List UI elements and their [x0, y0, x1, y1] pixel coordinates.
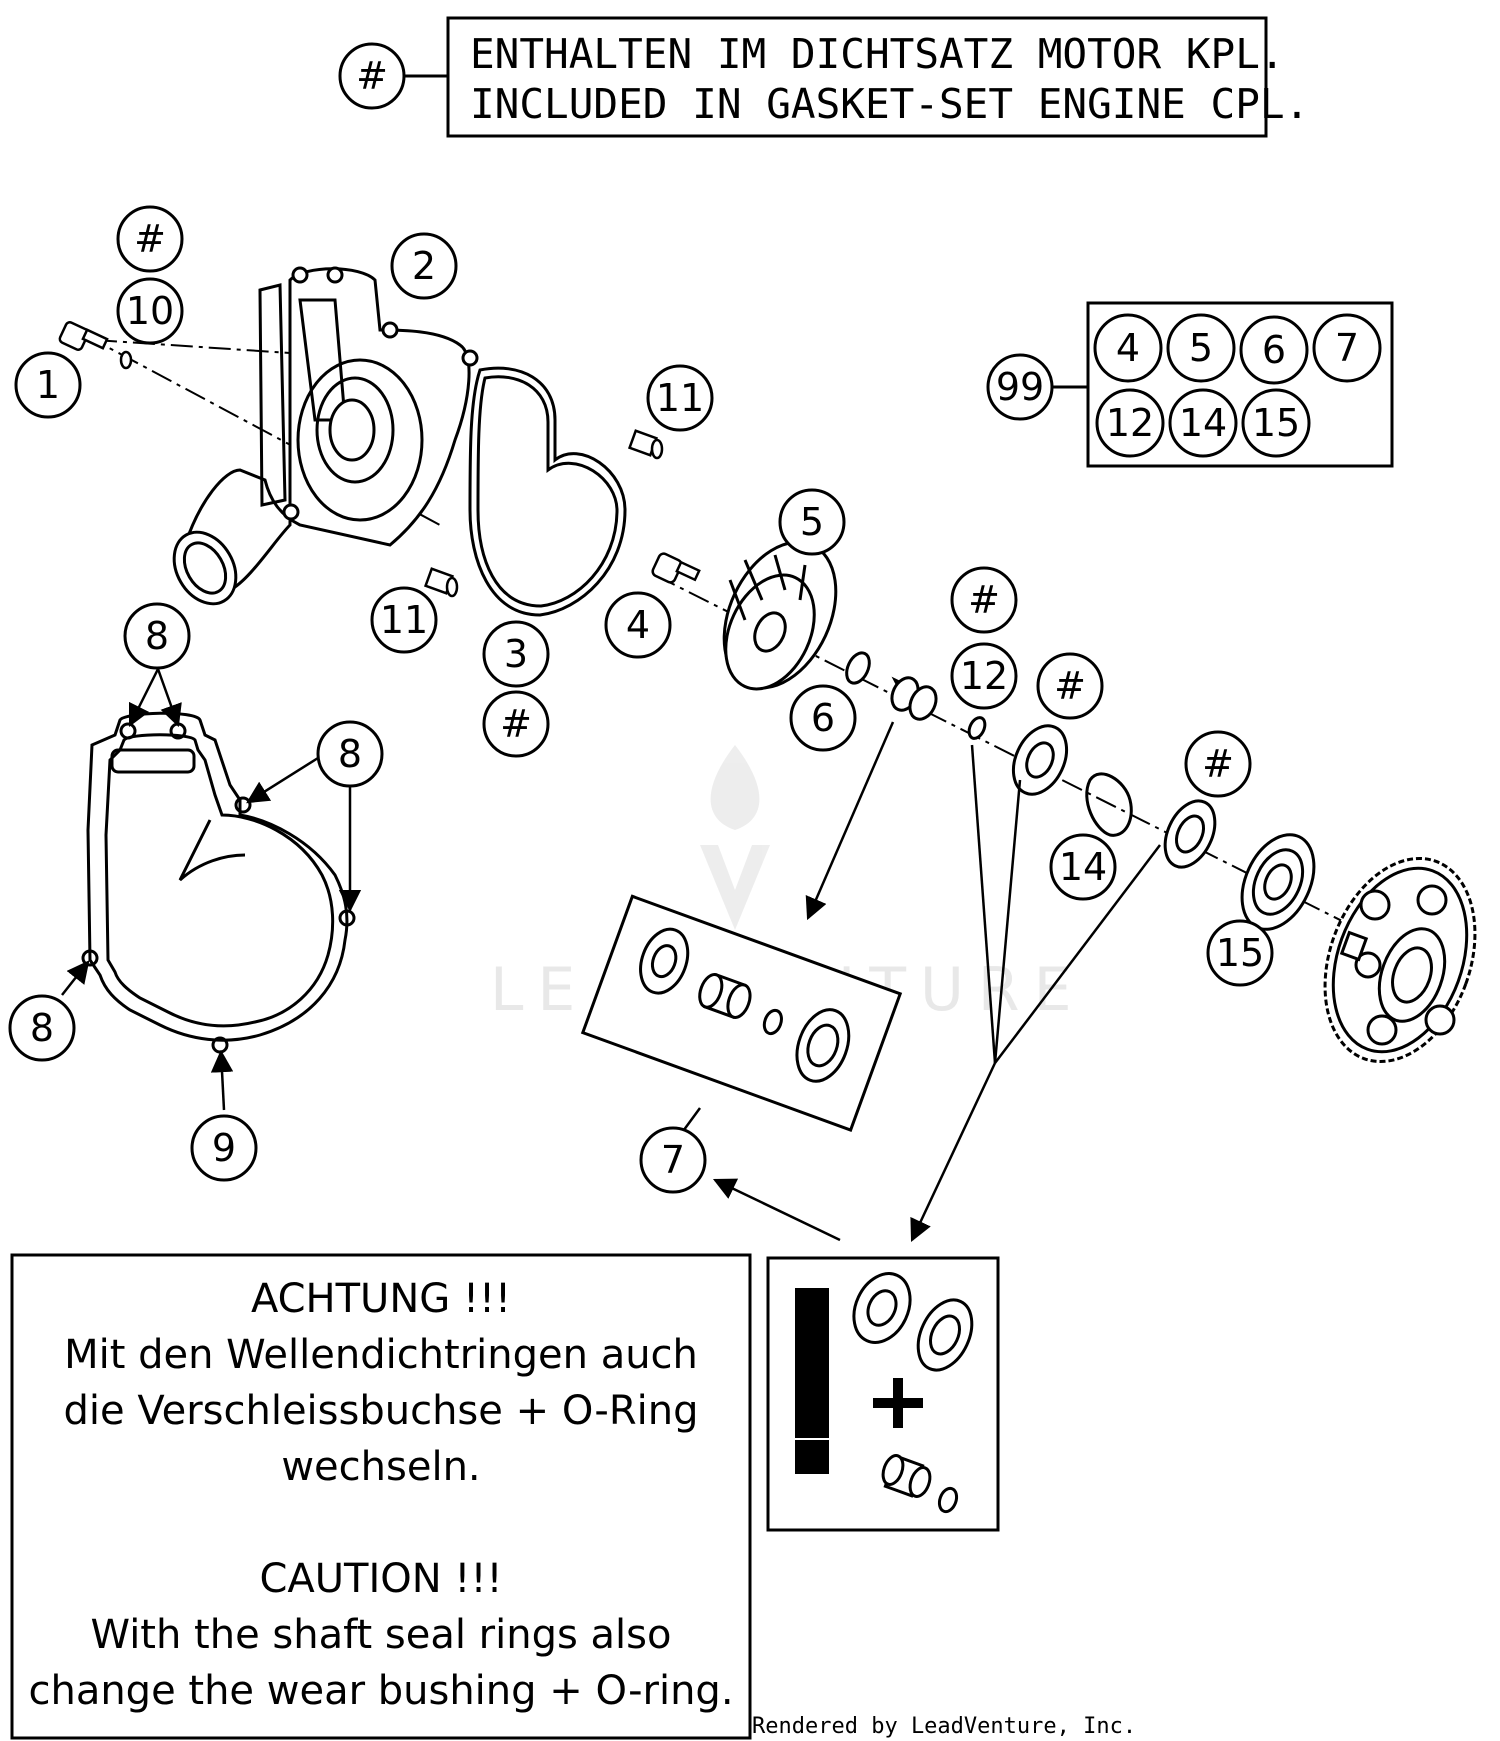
- shaft-seal-2: [1163, 799, 1217, 869]
- gasket-part-9: [81, 711, 356, 1054]
- callout-8c: 8: [30, 1006, 54, 1050]
- callout-5: 5: [800, 500, 824, 544]
- callout-4: 4: [626, 603, 650, 647]
- callout-8a: 8: [145, 614, 169, 658]
- shaft-seal: [1011, 724, 1069, 796]
- kit-member: 14: [1179, 401, 1227, 445]
- credit-text: Rendered by LeadVenture, Inc.: [752, 1714, 1136, 1739]
- warning-de-line2: die Verschleissbuchse + O-Ring: [64, 1388, 699, 1434]
- kit-number: 99: [996, 365, 1044, 409]
- callout-11a: 11: [656, 376, 704, 420]
- impeller-part-5: [722, 540, 838, 691]
- callout-3: 3: [504, 632, 528, 676]
- warning-box: ACHTUNG !!! Mit den Wellendichtringen au…: [10, 1253, 752, 1740]
- gasket-part-3: [468, 366, 627, 617]
- plus-v-icon: [893, 1378, 903, 1428]
- kit-member: 12: [1106, 401, 1154, 445]
- callout-8b: 8: [338, 732, 362, 776]
- leader-lines: [61, 668, 1161, 1243]
- pump-cover-part-2: [172, 266, 479, 606]
- bearing-part-15: [1240, 833, 1316, 931]
- impeller-screw-part-4: [651, 552, 701, 584]
- exclamation-bar-icon: [795, 1288, 829, 1438]
- circlip-part-14: [1085, 772, 1133, 837]
- callout-11b: 11: [380, 598, 428, 642]
- exclamation-dot-icon: [795, 1440, 829, 1474]
- legend-header: # ENTHALTEN IM DICHTSATZ MOTOR KPL. INCL…: [338, 16, 1309, 138]
- callout-10-hash: #: [134, 217, 166, 261]
- kit-member: 5: [1189, 326, 1213, 370]
- callouts: [8, 205, 1274, 1194]
- callout-12-hash: #: [968, 578, 1000, 622]
- hash-symbol: #: [356, 54, 388, 98]
- replacement-icon-box: [766, 1256, 1000, 1532]
- callout-14-hash: #: [1202, 742, 1234, 786]
- callout-13-hash: #: [1054, 664, 1086, 708]
- callout-12: 12: [960, 654, 1008, 698]
- o-ring-part-12: [967, 716, 987, 740]
- legend-line-en: INCLUDED IN GASKET-SET ENGINE CPL.: [470, 80, 1309, 128]
- callout-1: 1: [36, 363, 60, 407]
- warning-de-line3: wechseln.: [281, 1444, 480, 1490]
- kit-7-box: [580, 894, 903, 1132]
- callout-9: 9: [212, 1126, 236, 1170]
- warning-en-line1: With the shaft seal rings also: [91, 1612, 672, 1658]
- callout-14: 14: [1059, 845, 1107, 889]
- legend-line-de: ENTHALTEN IM DICHTSATZ MOTOR KPL.: [470, 30, 1285, 78]
- kit-member: 15: [1252, 401, 1300, 445]
- kit-99: 99 4 5 6 7 12 14 15: [986, 301, 1394, 468]
- kit-member: 7: [1335, 326, 1359, 370]
- legend-box: [446, 16, 1268, 138]
- callout-10: 10: [126, 289, 174, 333]
- warning-de-title: ACHTUNG !!!: [251, 1276, 511, 1322]
- callout-labels: # 10 1 2 11 11 3 # 5 4 6 # 12 # # 14 15 …: [30, 217, 1264, 1182]
- callout-3-hash: #: [500, 702, 532, 746]
- warning-en-title: CAUTION !!!: [259, 1556, 502, 1602]
- dowel-pin-part-11: [423, 429, 664, 598]
- kit-member: 4: [1116, 326, 1140, 370]
- callout-7: 7: [661, 1138, 685, 1182]
- callout-6: 6: [811, 696, 835, 740]
- callout-2: 2: [412, 244, 436, 288]
- bushing-part-7: [890, 676, 938, 721]
- warning-de-line1: Mit den Wellendichtringen auch: [64, 1332, 698, 1378]
- screw-part-1: [58, 321, 133, 370]
- kit-member: 6: [1262, 328, 1286, 372]
- warning-en-line2: change the wear bushing + O-ring.: [28, 1668, 733, 1714]
- pump-shaft-gear: [1323, 856, 1477, 1064]
- o-ring-part-6: [845, 651, 871, 685]
- callout-15: 15: [1216, 931, 1264, 975]
